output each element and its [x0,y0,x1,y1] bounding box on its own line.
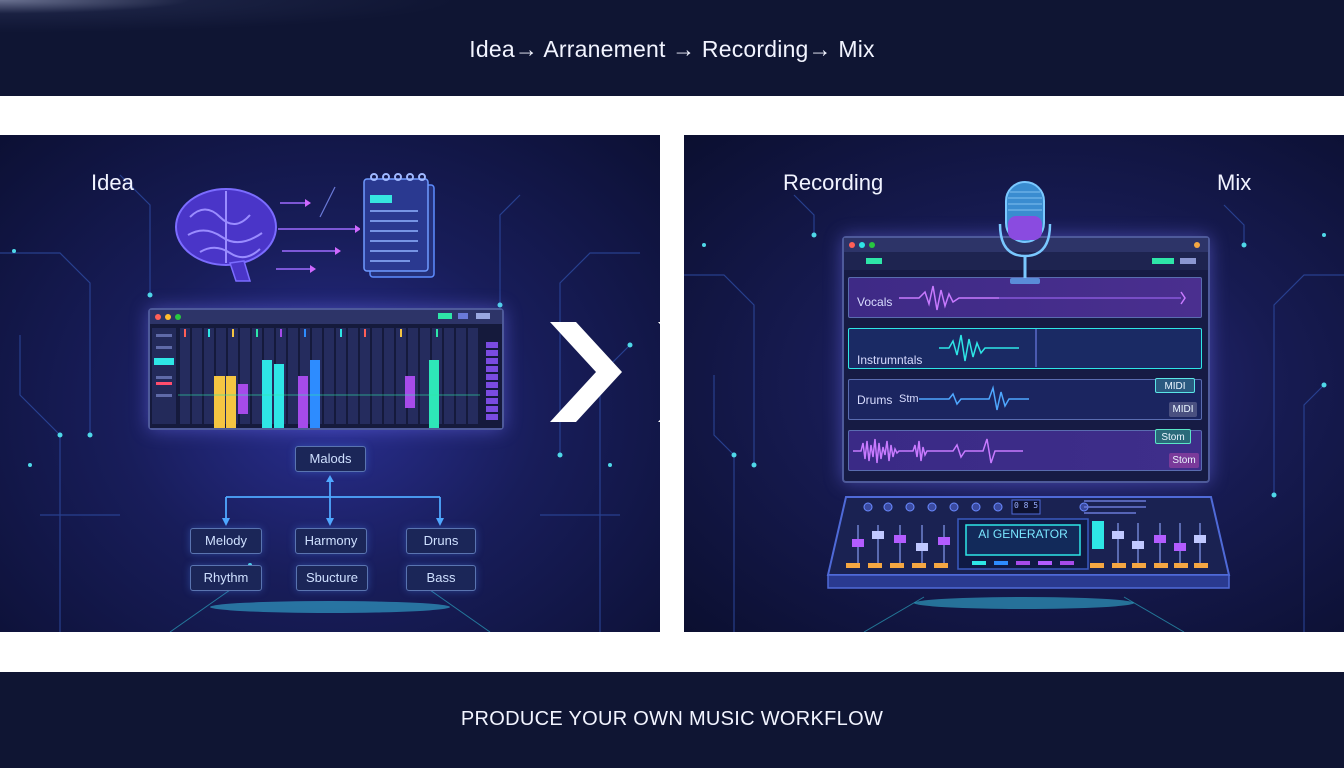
workflow-title: Idea→ Arranement → Recording→ Mix [469,36,875,62]
circuit-background [684,194,1344,632]
track-label-drums: Drums [857,393,893,407]
waveform-stem [853,438,1023,464]
console-body [826,496,1231,589]
track-stem[interactable]: Stom Stom [848,429,1202,471]
transport-indicator [866,258,882,264]
piano-roll[interactable] [150,324,502,440]
circuit-background [0,174,640,632]
track-label-instrumentals: Instrumntals [857,353,923,367]
node-harmony[interactable]: Harmony [295,528,367,554]
mix-label: Mix [1217,170,1252,195]
node-structure[interactable]: Sbucture [296,565,368,591]
track-drums[interactable]: Drums Stm MIDI MIDI [848,378,1202,420]
console-display: 0 8 5 [1013,501,1039,510]
status-dot [1194,242,1200,248]
arrangement-window [148,308,504,440]
idea-tree-connectors [222,475,444,526]
maximize-dot[interactable] [869,242,875,248]
tag-stem-2[interactable]: Stom [1169,453,1199,468]
transport-indicator [1180,258,1196,264]
toolbar-indicator [438,313,452,319]
footer-title: PRODUCE YOUR OWN MUSIC WORKFLOW [460,708,884,730]
node-root[interactable]: Malods [295,446,366,472]
node-melody[interactable]: Melody [190,528,262,554]
tag-stem-1[interactable]: Stom [1155,429,1191,444]
top-banner: Idea→ Arranement → Recording→ Mix [0,0,1344,96]
toolbar-indicator [458,313,468,319]
close-dot[interactable] [155,314,161,320]
recording-label: Recording [783,170,884,195]
window-titlebar [844,238,1208,252]
toolbar-indicator [476,313,490,319]
notebook-icon [363,173,435,278]
idea-panel: Idea [0,135,660,632]
bottom-banner: PRODUCE YOUR OWN MUSIC WORKFLOW [0,672,1344,768]
waveform-vocals [899,285,1186,311]
node-bass[interactable]: Bass [406,565,476,591]
waveform-instrumentals [939,334,1019,362]
brain-icon [175,186,360,282]
track-label-vocals: Vocals [857,295,893,309]
node-drums[interactable]: Druns [406,528,476,554]
tag-midi-1[interactable]: MIDI [1155,378,1195,393]
window-titlebar [150,310,502,324]
minimize-dot[interactable] [859,242,865,248]
waveform-drums [919,385,1029,411]
tag-midi-2[interactable]: MIDI [1169,402,1197,417]
microphone-icon [998,181,1052,284]
idea-label: Idea [91,170,134,195]
track-instrumentals[interactable]: Instrumntals [848,328,1202,369]
maximize-dot[interactable] [175,314,181,320]
mixing-console: AI GENERATOR 0 8 5 [826,495,1231,590]
ai-generator-button[interactable]: AI GENERATOR [978,527,1068,541]
node-rhythm[interactable]: Rhythm [190,565,262,591]
playhead[interactable] [1035,329,1037,367]
minimize-dot[interactable] [165,314,171,320]
close-dot[interactable] [849,242,855,248]
track-suffix-drums: Stm [899,393,919,405]
transport-indicator [1152,258,1174,264]
